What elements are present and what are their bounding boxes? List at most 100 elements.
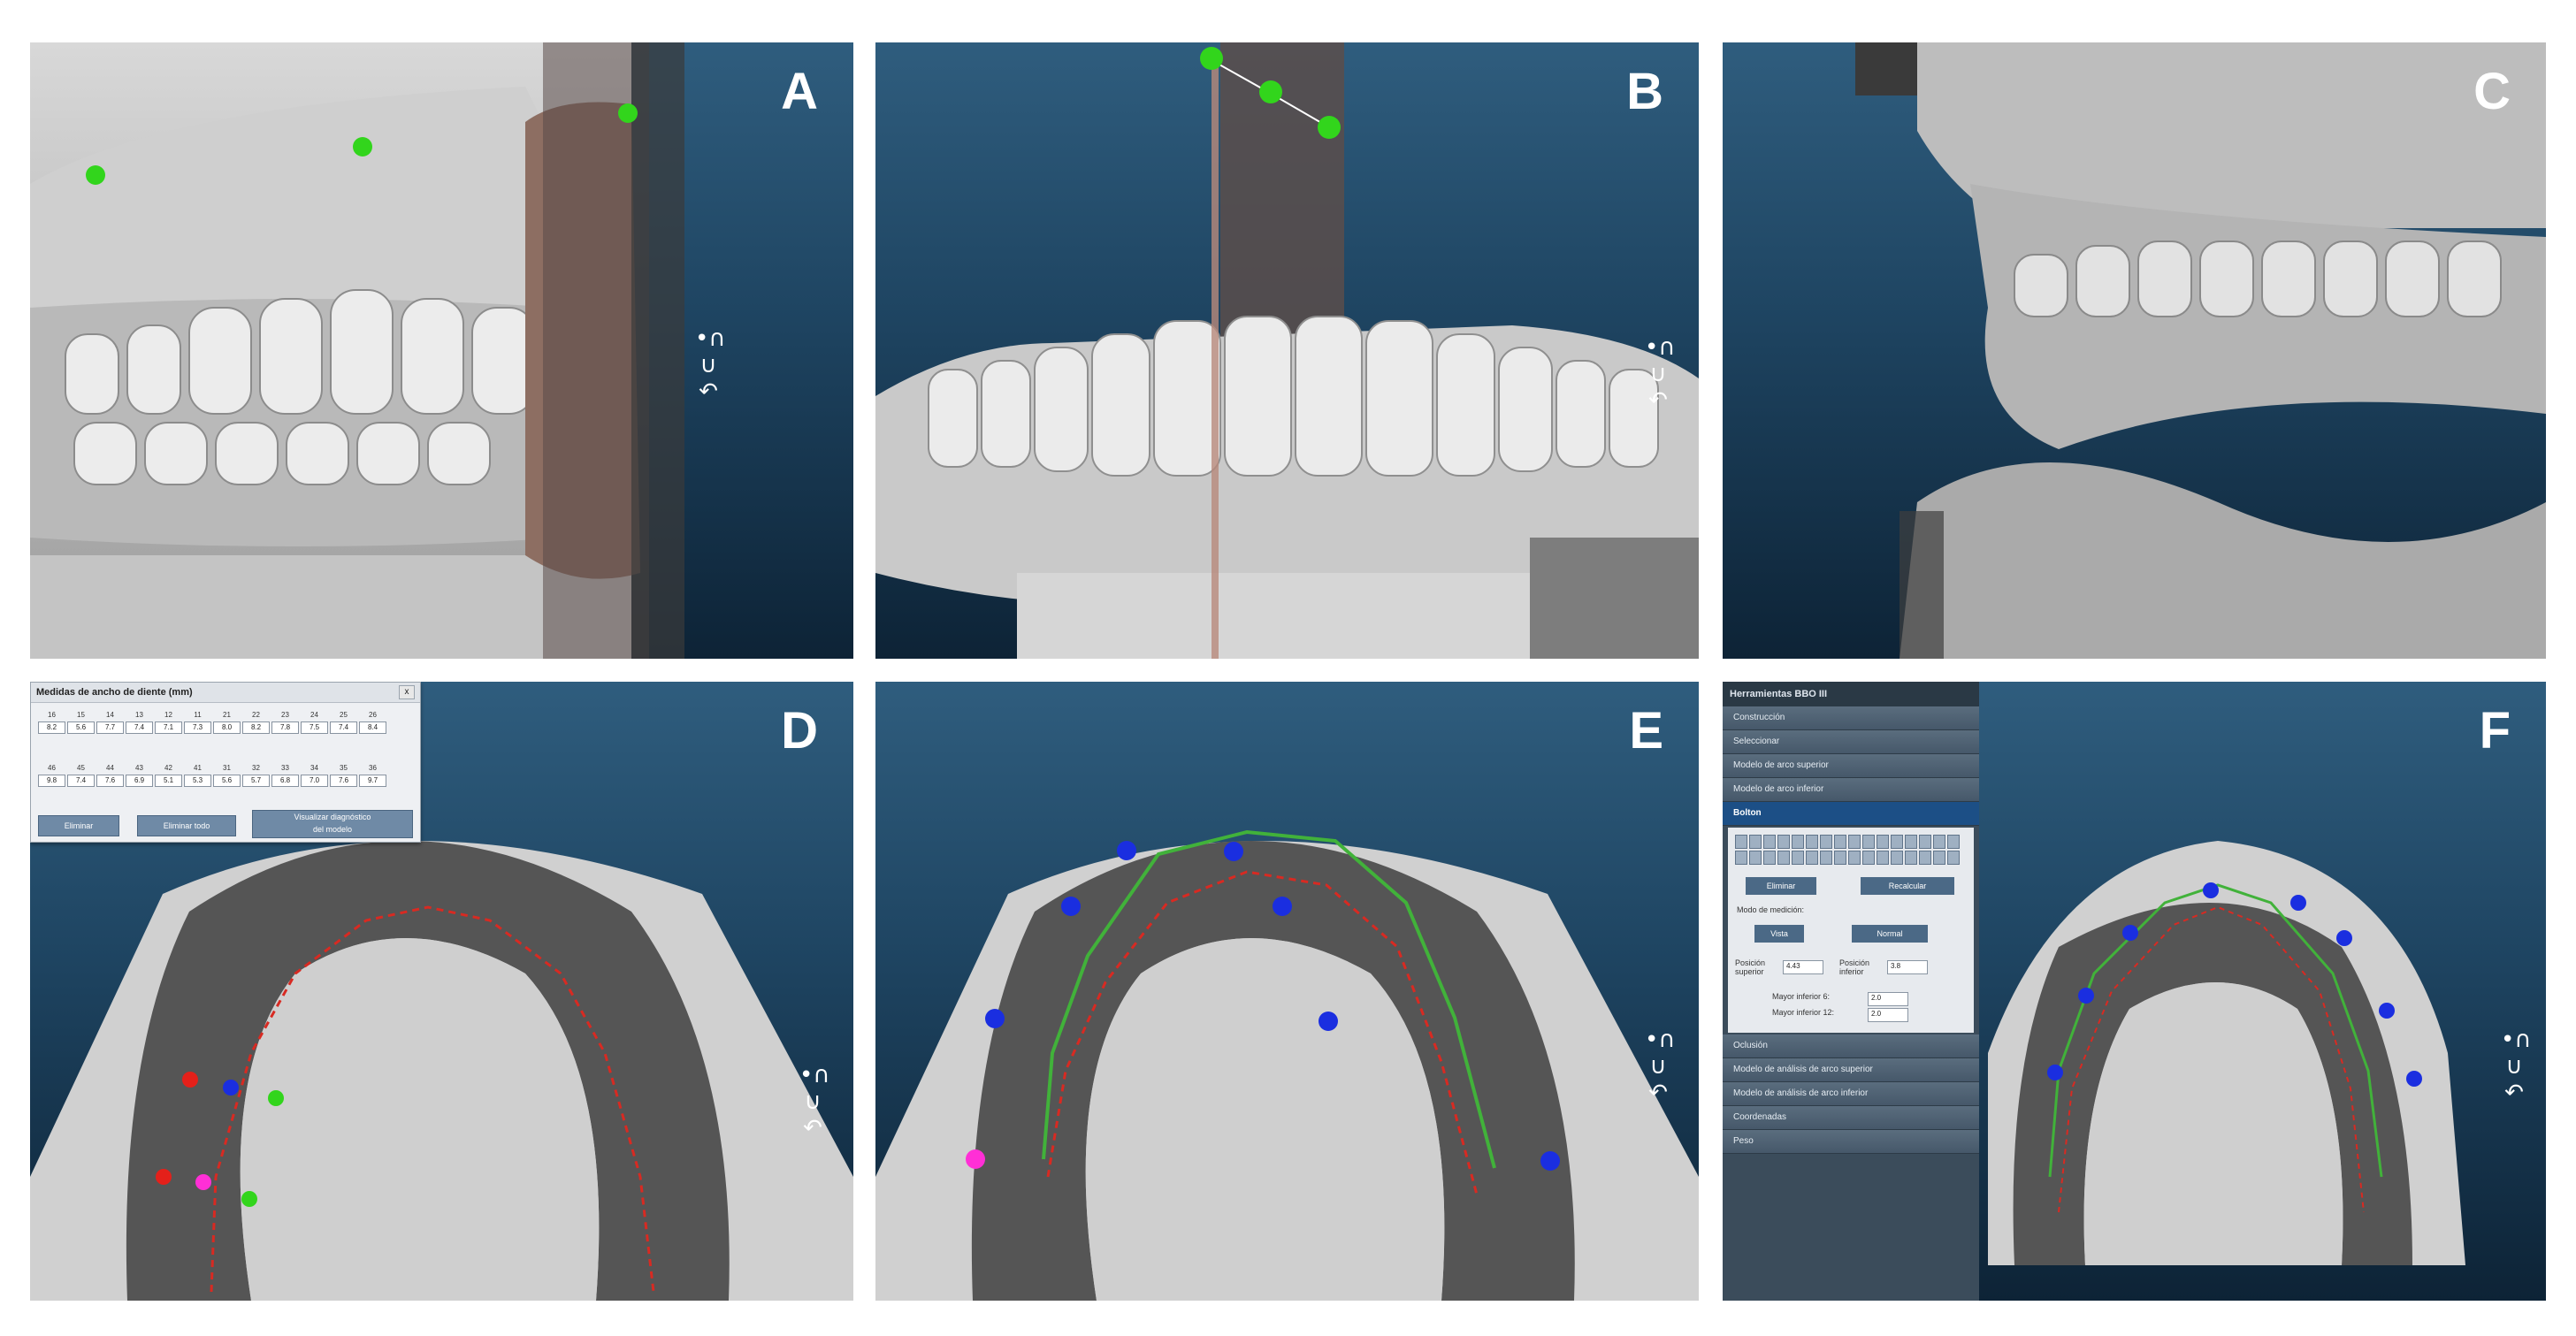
tooth-width-field[interactable]: 7.4 (330, 721, 357, 734)
panel-c: C (1723, 42, 2546, 659)
tooth-width-field[interactable]: 7.6 (330, 775, 357, 787)
tooth-width-field[interactable]: 6.9 (126, 775, 153, 787)
panel-e: •∩∪↶ E (875, 682, 1699, 1301)
panel-f: Herramientas BBO III Construcción Selecc… (1723, 682, 2546, 1301)
tooth-width-field[interactable]: 7.6 (96, 775, 124, 787)
sidebar-item-coordinates[interactable]: Coordenadas (1723, 1106, 1979, 1130)
tooth-width-field[interactable]: 5.6 (213, 775, 241, 787)
bolton-panel: Eliminar Recalcular Modo de medición: Vi… (1728, 828, 1974, 1033)
landmark-point (2203, 882, 2219, 898)
view-orientation-widget[interactable]: •∩∪↶ (695, 325, 726, 405)
landmark-point (1224, 842, 1243, 861)
landmark-point (2406, 1071, 2422, 1087)
lower-position-label: Posición inferior (1839, 958, 1870, 976)
tooth-width-field[interactable]: 8.2 (38, 721, 65, 734)
landmark-point (2047, 1065, 2063, 1080)
tooth-width-field[interactable]: 5.7 (242, 775, 270, 787)
tooth-width-field[interactable]: 7.4 (67, 775, 95, 787)
landmark-point (195, 1174, 211, 1190)
tooth-width-field[interactable]: 9.7 (359, 775, 386, 787)
panel-label: A (781, 63, 818, 120)
landmark-point (182, 1072, 198, 1088)
result-label: Mayor inferior 6: (1772, 992, 1831, 1001)
landmark-point (2078, 988, 2094, 1004)
sidebar-item-upper-arch[interactable]: Modelo de arco superior (1723, 754, 1979, 778)
tooth-width-field[interactable]: 5.3 (184, 775, 211, 787)
dental-model-occlusion-view (1855, 42, 2546, 659)
tooth-width-field[interactable]: 7.3 (184, 721, 211, 734)
tooth-width-field[interactable]: 7.5 (301, 721, 328, 734)
close-icon[interactable]: x (399, 685, 415, 699)
landmark-point (2336, 930, 2352, 946)
landmark-point (618, 103, 638, 123)
tooth-width-field[interactable]: 5.1 (155, 775, 182, 787)
recalculate-button[interactable]: Recalcular (1861, 877, 1954, 895)
panel-b: •∩∪↶ B (875, 42, 1699, 659)
tooth-width-field[interactable]: 5.6 (67, 721, 95, 734)
result-label: Mayor inferior 12: (1772, 1008, 1835, 1017)
tooth-width-field[interactable]: 6.8 (271, 775, 299, 787)
tooth-width-field[interactable]: 7.1 (155, 721, 182, 734)
tooth-width-field[interactable]: 8.4 (359, 721, 386, 734)
landmark-point (2122, 925, 2138, 941)
delete-button[interactable]: Eliminar (1746, 877, 1816, 895)
sidebar-item-occlusion[interactable]: Oclusión (1723, 1034, 1979, 1058)
sidebar-item-select[interactable]: Seleccionar (1723, 730, 1979, 754)
view-orientation-widget[interactable]: •∩∪↶ (1645, 1027, 1676, 1106)
dental-model-side-view (30, 42, 684, 659)
landmark-point (241, 1191, 257, 1207)
sidebar-item-upper-arch-analysis[interactable]: Modelo de análisis de arco superior (1723, 1058, 1979, 1082)
landmark-point (1318, 116, 1341, 139)
panel-label: F (2479, 702, 2511, 760)
sidebar-item-lower-arch[interactable]: Modelo de arco inferior (1723, 778, 1979, 802)
landmark-point (1259, 80, 1282, 103)
view-diagnosis-button[interactable]: Visualizar diagnóstico del modelo (252, 810, 413, 838)
tooth-width-field[interactable]: 8.0 (213, 721, 241, 734)
upper-position-label: Posición superior (1735, 958, 1766, 976)
bbo-tools-sidebar: Herramientas BBO III Construcción Selecc… (1723, 682, 1979, 1301)
landmark-point (985, 1009, 1005, 1028)
tooth-width-field[interactable]: 7.4 (126, 721, 153, 734)
delete-all-button[interactable]: Eliminar todo (137, 815, 236, 836)
tooth-width-field[interactable]: 7.7 (96, 721, 124, 734)
panel-label: C (2473, 63, 2511, 120)
view-orientation-widget[interactable]: •∩∪↶ (799, 1062, 830, 1141)
tooth-width-field[interactable]: 7.8 (271, 721, 299, 734)
landmark-point (268, 1090, 284, 1106)
landmark-point (1273, 897, 1292, 916)
view-orientation-widget[interactable]: •∩∪↶ (1645, 334, 1676, 414)
landmark-point (1061, 897, 1081, 916)
panel-label: B (1626, 63, 1663, 120)
landmark-point (86, 165, 105, 185)
lower-position-input[interactable]: 3.8 (1887, 960, 1928, 974)
dental-arch-occlusal-view (30, 841, 853, 1301)
landmark-point (2290, 895, 2306, 911)
view-orientation-widget[interactable]: •∩∪↶ (2501, 1027, 2532, 1106)
tooth-width-field[interactable]: 7.0 (301, 775, 328, 787)
landmark-point (966, 1149, 985, 1169)
landmark-point (353, 137, 372, 157)
upper-position-input[interactable]: 4.43 (1783, 960, 1823, 974)
view-mode-button[interactable]: Vista (1754, 925, 1804, 943)
landmark-point (2379, 1003, 2395, 1019)
result-field: 2.0 (1868, 1008, 1908, 1022)
dental-arch-occlusal-view (1988, 841, 2465, 1265)
panel-label: E (1629, 702, 1663, 760)
tooth-width-field[interactable]: 9.8 (38, 775, 65, 787)
dental-arch-occlusal-view (875, 829, 1699, 1301)
landmark-point (1200, 47, 1223, 70)
normal-mode-button[interactable]: Normal (1852, 925, 1928, 943)
sidebar-item-construction[interactable]: Construcción (1723, 706, 1979, 730)
sidebar-item-lower-arch-analysis[interactable]: Modelo de análisis de arco inferior (1723, 1082, 1979, 1106)
tooth-selector-row[interactable] (1735, 835, 1960, 849)
delete-button[interactable]: Eliminar (38, 815, 119, 836)
tooth-width-field[interactable]: 8.2 (242, 721, 270, 734)
tooth-selector-row[interactable] (1735, 851, 1960, 865)
sidebar-item-weight[interactable]: Peso (1723, 1130, 1979, 1154)
sidebar-title: Herramientas BBO III (1723, 682, 1979, 706)
sidebar-item-bolton[interactable]: Bolton (1723, 802, 1979, 826)
